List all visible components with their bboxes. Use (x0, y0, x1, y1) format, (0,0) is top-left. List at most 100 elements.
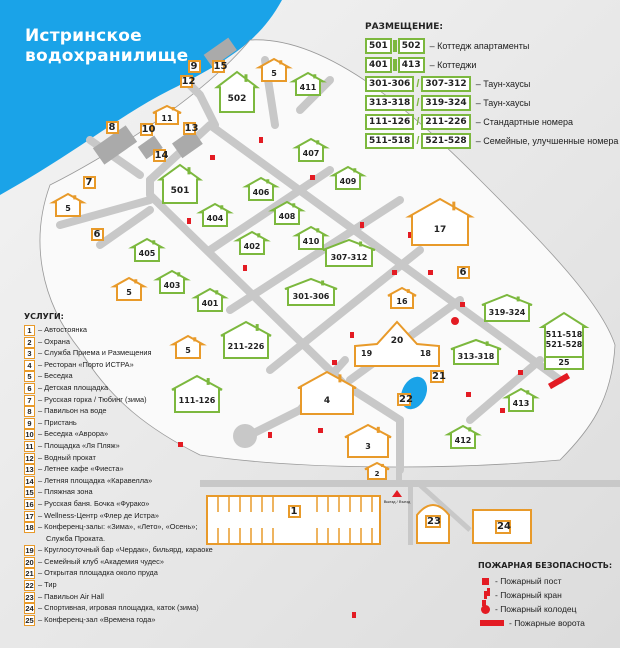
service-item: 16– Русская баня. Бочка «Фурако» (24, 498, 213, 511)
service-marker-6[interactable]: 6 (456, 265, 470, 279)
service-house-2[interactable]: 2 (364, 461, 390, 480)
cottage-111-126[interactable]: 111-126 (171, 374, 223, 413)
services-title: УСЛУГИ: (24, 312, 64, 321)
accommodation-row: 111-126/ 211-226 – Стандартные номера (365, 112, 618, 131)
service-house-5[interactable]: 5 (255, 57, 293, 82)
house-icon (110, 276, 148, 301)
range-start: 401 (365, 56, 392, 73)
service-marker-7[interactable]: 7 (82, 175, 96, 189)
marker-label: 5 (126, 288, 132, 298)
house-icon (502, 387, 540, 412)
cottage-501[interactable]: 501 (156, 163, 204, 204)
cottage-313-318[interactable]: 313-318 (450, 338, 502, 365)
service-house-11[interactable]: 11 (152, 104, 182, 125)
service-item: 6– Детская площадка (24, 382, 213, 395)
house-icon (49, 192, 87, 217)
cottage-402[interactable]: 402 (233, 230, 271, 255)
house-icon (153, 269, 191, 294)
family-rooms-block[interactable]: 511-518 521-528 25 (538, 311, 590, 370)
marker-label: 409 (339, 177, 357, 187)
service-house-3[interactable]: 3 (344, 423, 392, 458)
cottage-413[interactable]: 413 (502, 387, 540, 412)
service-text: – Конференц-залы: «Зима», «Лето», «Осень… (38, 522, 198, 532)
cottage-408[interactable]: 408 (268, 200, 306, 225)
accommodation-desc: – Таун-хаусы (475, 78, 531, 89)
service-marker-9[interactable]: 9 (187, 59, 201, 73)
marker-label: 406 (252, 188, 270, 198)
range-start: 511-518 (365, 132, 415, 149)
cottage-406[interactable]: 406 (242, 176, 280, 201)
service-house-5[interactable]: 5 (169, 334, 207, 359)
joiner: / (416, 96, 420, 109)
service-marker-14[interactable]: 14 (152, 148, 169, 162)
cottage-403[interactable]: 403 (153, 269, 191, 294)
service-marker-23[interactable]: 23 (425, 514, 441, 528)
marker-label: 501 (170, 185, 190, 196)
service-marker-15[interactable]: 15 (211, 59, 228, 73)
cottage-319-324[interactable]: 319-324 (481, 293, 533, 322)
service-marker-6[interactable]: 6 (90, 227, 104, 241)
service-marker-1[interactable]: 1 (287, 504, 301, 518)
service-marker-24[interactable]: 24 (495, 520, 511, 534)
service-text: – Ресторан «Порто ИСТРА» (38, 359, 134, 369)
cottage-502[interactable]: 502 (214, 70, 260, 113)
service-number: 22 (24, 580, 35, 592)
fire-gate-icon (478, 620, 506, 626)
cottage-409[interactable]: 409 (329, 165, 367, 190)
cottage-405[interactable]: 405 (128, 237, 166, 262)
accommodation-desc: – Коттедж апартаменты (429, 40, 530, 51)
service-text: – Павильон Air Hall (38, 591, 104, 601)
service-marker-10[interactable]: 10 (139, 122, 156, 136)
service-item: 18– Конференц-залы: «Зима», «Лето», «Осе… (24, 522, 213, 534)
marker-label: 307-312 (330, 253, 368, 263)
fire-legend-text: - Пожарные ворота (509, 618, 585, 628)
cottage-211-226[interactable]: 211-226 (220, 320, 272, 359)
cottage-411[interactable]: 411 (289, 71, 327, 96)
service-number: 24 (24, 603, 35, 615)
service-number: 20 (24, 556, 35, 568)
cottage-412[interactable]: 412 (444, 424, 482, 449)
service-marker-21[interactable]: 21 (430, 369, 446, 383)
cottage-301-306[interactable]: 301-306 (284, 277, 338, 306)
marker-label: 502 (227, 94, 247, 105)
service-marker-22[interactable]: 22 (397, 392, 413, 406)
cottage-410[interactable]: 410 (292, 225, 330, 250)
service-text: – Конференц-зал «Времена года» (38, 614, 156, 624)
cottage-401[interactable]: 401 (191, 287, 229, 312)
house-icon (220, 320, 272, 359)
service-item: 4– Ресторан «Порто ИСТРА» (24, 359, 213, 372)
range-start: 301-306 (365, 75, 415, 92)
house-icon (233, 230, 271, 255)
service-house-5[interactable]: 5 (110, 276, 148, 301)
service-number: 1 (24, 325, 35, 336)
family-club-building[interactable]: 20 19 18 (354, 320, 440, 367)
service-house-16[interactable]: 16 (387, 286, 417, 309)
marker-label: 405 (138, 249, 156, 259)
marker-label: 412 (454, 436, 472, 446)
reservoir-title: Истринское водохранилище (25, 26, 189, 66)
accommodation-desc: – Семейные, улучшенные номера (475, 135, 619, 146)
service-number: 21 (24, 568, 35, 580)
cottage-404[interactable]: 404 (196, 202, 234, 227)
service-text: – Служба Приема и Размещения (38, 348, 152, 358)
service-item: 10– Беседка «Аврора» (24, 429, 213, 441)
accommodation-desc: – Таун-хаусы (475, 97, 531, 108)
service-text: Служба Проката. (46, 533, 106, 543)
marker-label: 25 (558, 358, 570, 367)
service-item: 19– Круглосуточный бар «Чердак», бильярд… (24, 545, 213, 557)
service-item: 7– Русская горка / Тюбинг (зима) (24, 394, 213, 407)
range-start: 313-318 (365, 94, 415, 111)
service-marker-8[interactable]: 8 (105, 120, 119, 134)
service-house-17[interactable]: 17 (405, 197, 475, 246)
cottage-407[interactable]: 407 (292, 137, 330, 162)
service-house-5[interactable]: 5 (49, 192, 87, 217)
service-marker-12[interactable]: 12 (179, 74, 196, 88)
service-number: 10 (24, 429, 35, 441)
marker-label: 319-324 (488, 308, 526, 318)
cottage-307-312[interactable]: 307-312 (322, 238, 376, 267)
service-house-4[interactable]: 4 (297, 370, 357, 415)
marker-label: 403 (163, 281, 181, 291)
service-item: 14– Летняя площадка «Каравелла» (24, 475, 213, 488)
service-marker-13[interactable]: 13 (182, 121, 199, 135)
service-number: 23 (24, 591, 35, 603)
